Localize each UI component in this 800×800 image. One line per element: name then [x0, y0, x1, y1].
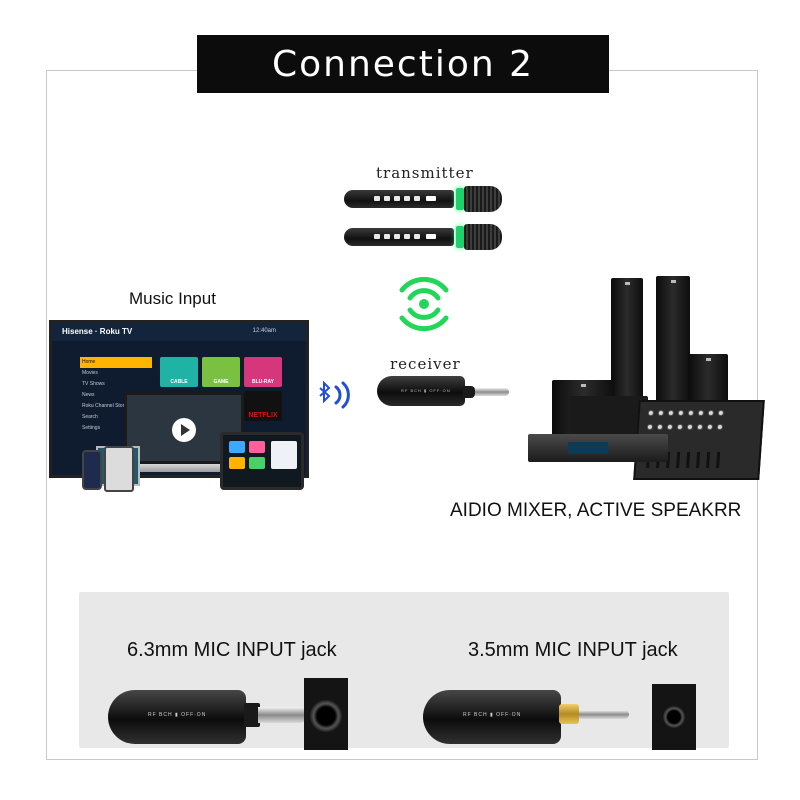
- tv-tile-netflix: NETFLIX: [244, 391, 282, 421]
- plug-35-collar: [559, 704, 579, 724]
- socket-63: [310, 700, 342, 732]
- tv-brand: Hisense · Roku TV: [62, 327, 133, 336]
- power-amplifier: [528, 434, 668, 462]
- title-banner: Connection 2: [197, 35, 609, 93]
- speaker-column-right: [656, 276, 690, 410]
- receiver-large-right-text: RF BCH ▮ OFF·ON: [463, 712, 522, 718]
- tv-menu-item: Home: [80, 357, 152, 368]
- receiver-plug: [475, 388, 509, 396]
- play-icon: [172, 418, 196, 442]
- mixer-speaker-label: AIDIO MIXER, ACTIVE SPEAKRR: [450, 500, 742, 521]
- tv-tile-cable: CABLE: [160, 357, 198, 387]
- receiver-device-text: RF BCH ▮ OFF·ON: [401, 388, 451, 393]
- jack-63-label: 6.3mm MIC INPUT jack: [127, 639, 337, 661]
- tv-tile-game: GAME: [202, 357, 240, 387]
- tv-menu-item: Movies: [82, 370, 98, 376]
- tv-menu-item: TV Shows: [82, 381, 105, 387]
- plug-63-collar: [244, 703, 260, 727]
- wifi-signal-icon: [399, 276, 449, 332]
- socket-35: [663, 706, 685, 728]
- bluetooth-icon: [319, 380, 350, 409]
- phone-left: [82, 450, 102, 490]
- plug-63: [258, 707, 308, 723]
- plug-35: [579, 710, 629, 719]
- socket-63-panel: [304, 678, 348, 750]
- subwoofer: [570, 396, 648, 436]
- tv-time: 12:40am: [252, 328, 276, 334]
- socket-35-panel: [652, 684, 696, 750]
- tv-menu-item: Roku Channel Store: [82, 403, 128, 409]
- laptop-base: [114, 464, 254, 472]
- tablet: [220, 432, 304, 490]
- speaker-small-right: [688, 354, 728, 406]
- receiver-plug-collar: [463, 386, 475, 398]
- tv-tile-bluray: BLU-RAY: [244, 357, 282, 387]
- receiver-large-left-text: RF BCH ▮ OFF·ON: [148, 712, 207, 718]
- tv-menu-item: Settings: [82, 425, 101, 431]
- receiver-large-left: RF BCH ▮ OFF·ON: [108, 690, 246, 744]
- receiver-label: receiver: [390, 355, 461, 373]
- music-input-label: Music Input: [129, 289, 216, 308]
- tv-menu-item: News: [82, 392, 95, 398]
- jack-35-label: 3.5mm MIC INPUT jack: [468, 639, 678, 661]
- tv-menu: Home Movies TV Shows News Roku Channel S…: [80, 357, 152, 434]
- tv-menu-item: Search: [82, 414, 98, 420]
- transmitter-label: transmitter: [376, 164, 474, 182]
- receiver-device: RF BCH ▮ OFF·ON: [377, 376, 465, 406]
- speaker-column-left: [611, 278, 643, 408]
- tablet-small: [104, 446, 134, 492]
- receiver-large-right: RF BCH ▮ OFF·ON: [423, 690, 561, 744]
